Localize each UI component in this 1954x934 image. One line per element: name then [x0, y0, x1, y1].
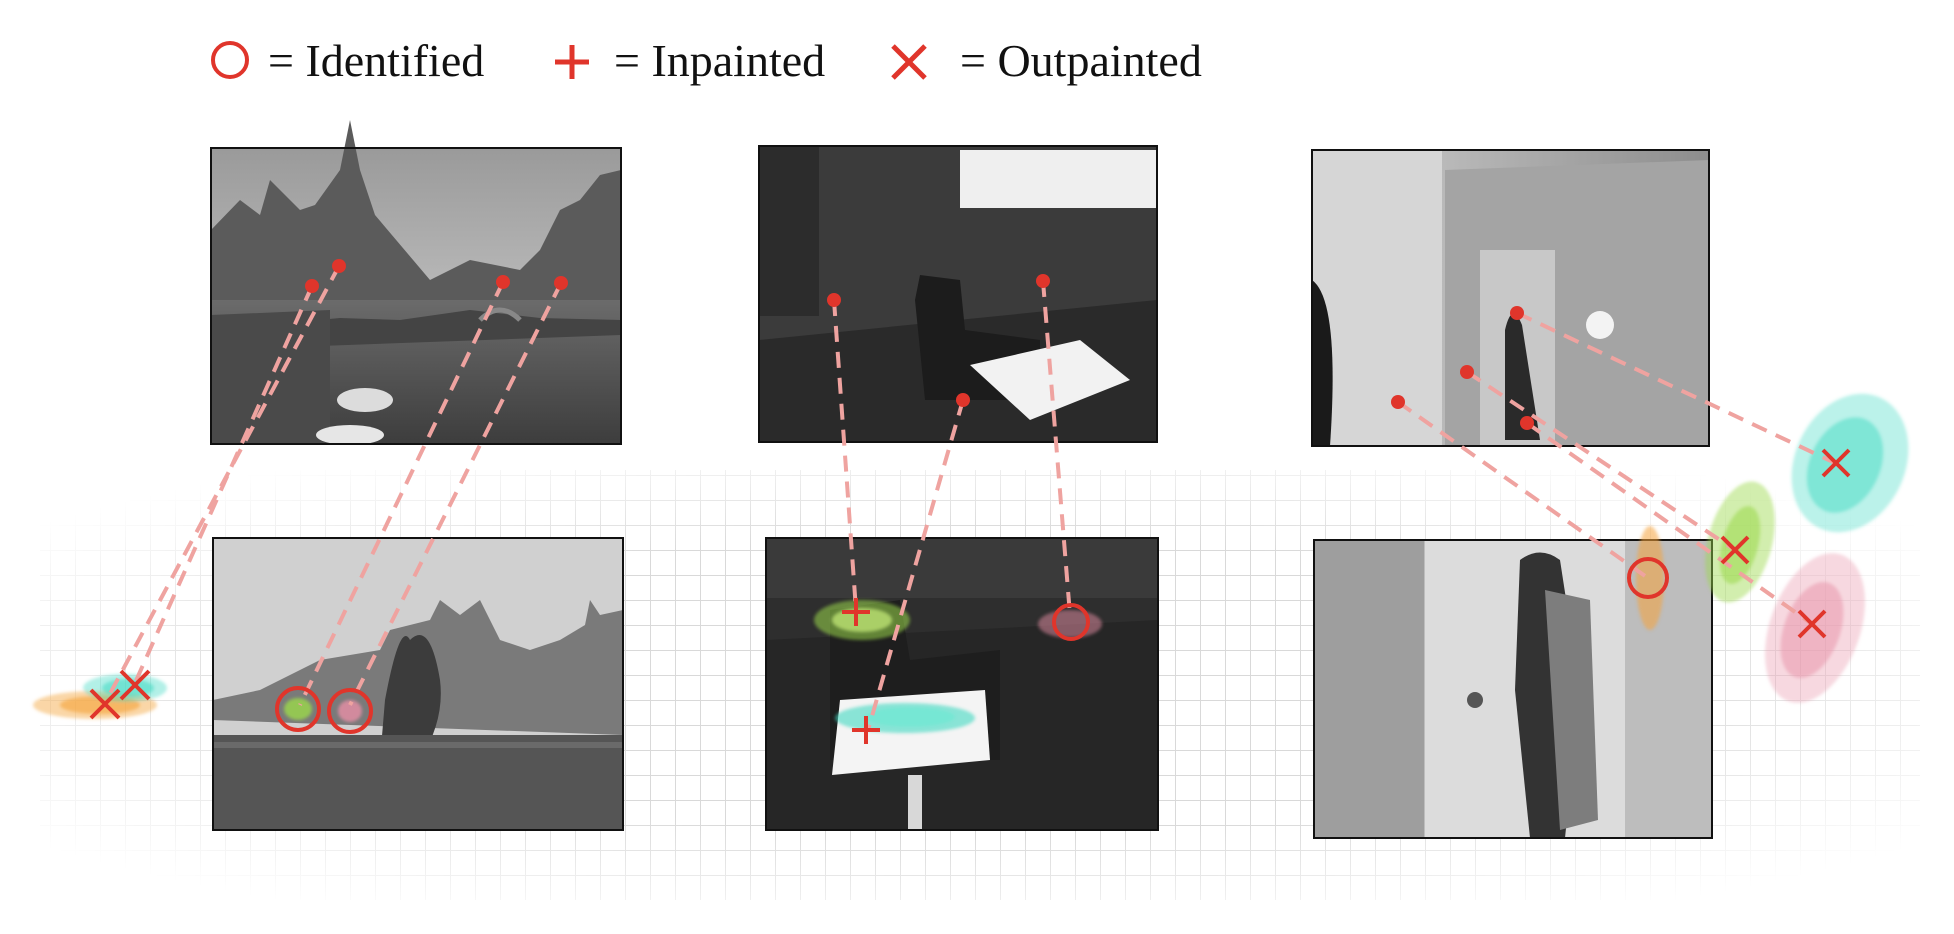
- legend-inpainted-label: = Inpainted: [614, 35, 825, 86]
- scene-canal-top-photo: [211, 120, 621, 445]
- correspondence-lines: [103, 265, 1836, 731]
- legend-outpainted-label: = Outpainted: [960, 35, 1202, 86]
- scene-office-top-photo: [759, 146, 1157, 442]
- identified-marker: [275, 686, 321, 732]
- outpainted-markers: [89, 448, 1851, 720]
- legend-identified-icon: [211, 41, 249, 79]
- scene-office-bottom-photo: [766, 538, 1158, 830]
- source-dot: [554, 276, 568, 290]
- inpainted-markers: [842, 598, 880, 744]
- source-dot: [1460, 365, 1474, 379]
- outpainted-marker: [119, 669, 151, 701]
- legend-outpainted-icon: [891, 44, 927, 80]
- source-dots: [305, 259, 1534, 430]
- legend-identified-label: = Identified: [268, 35, 484, 86]
- outpainted-marker: [1797, 609, 1827, 639]
- inpainted-marker: [852, 716, 880, 744]
- source-dot: [1391, 395, 1405, 409]
- legend-inpainted-icon: [555, 45, 589, 79]
- scene-room-top-photo: [1312, 150, 1709, 446]
- source-dot: [305, 279, 319, 293]
- source-dot: [827, 293, 841, 307]
- identified-markers: [275, 557, 1669, 734]
- source-dot: [1036, 274, 1050, 288]
- identified-marker: [327, 688, 373, 734]
- outpainted-marker: [1720, 535, 1750, 565]
- source-dot: [496, 275, 510, 289]
- identified-marker: [1627, 557, 1669, 599]
- photo-borders: [210, 145, 1713, 839]
- source-dot: [1510, 306, 1524, 320]
- scene-room-bottom-photo: [1314, 540, 1712, 838]
- inpainted-marker: [842, 598, 870, 626]
- source-dot: [956, 393, 970, 407]
- source-dot: [1520, 416, 1534, 430]
- outpainted-marker: [89, 688, 121, 720]
- legend: = Identified = Inpainted = Outpainted: [211, 35, 1202, 86]
- scene-canal-bottom-photo: [213, 538, 623, 830]
- outpainted-marker: [1821, 448, 1851, 478]
- identified-marker: [1052, 603, 1090, 641]
- source-dot: [332, 259, 346, 273]
